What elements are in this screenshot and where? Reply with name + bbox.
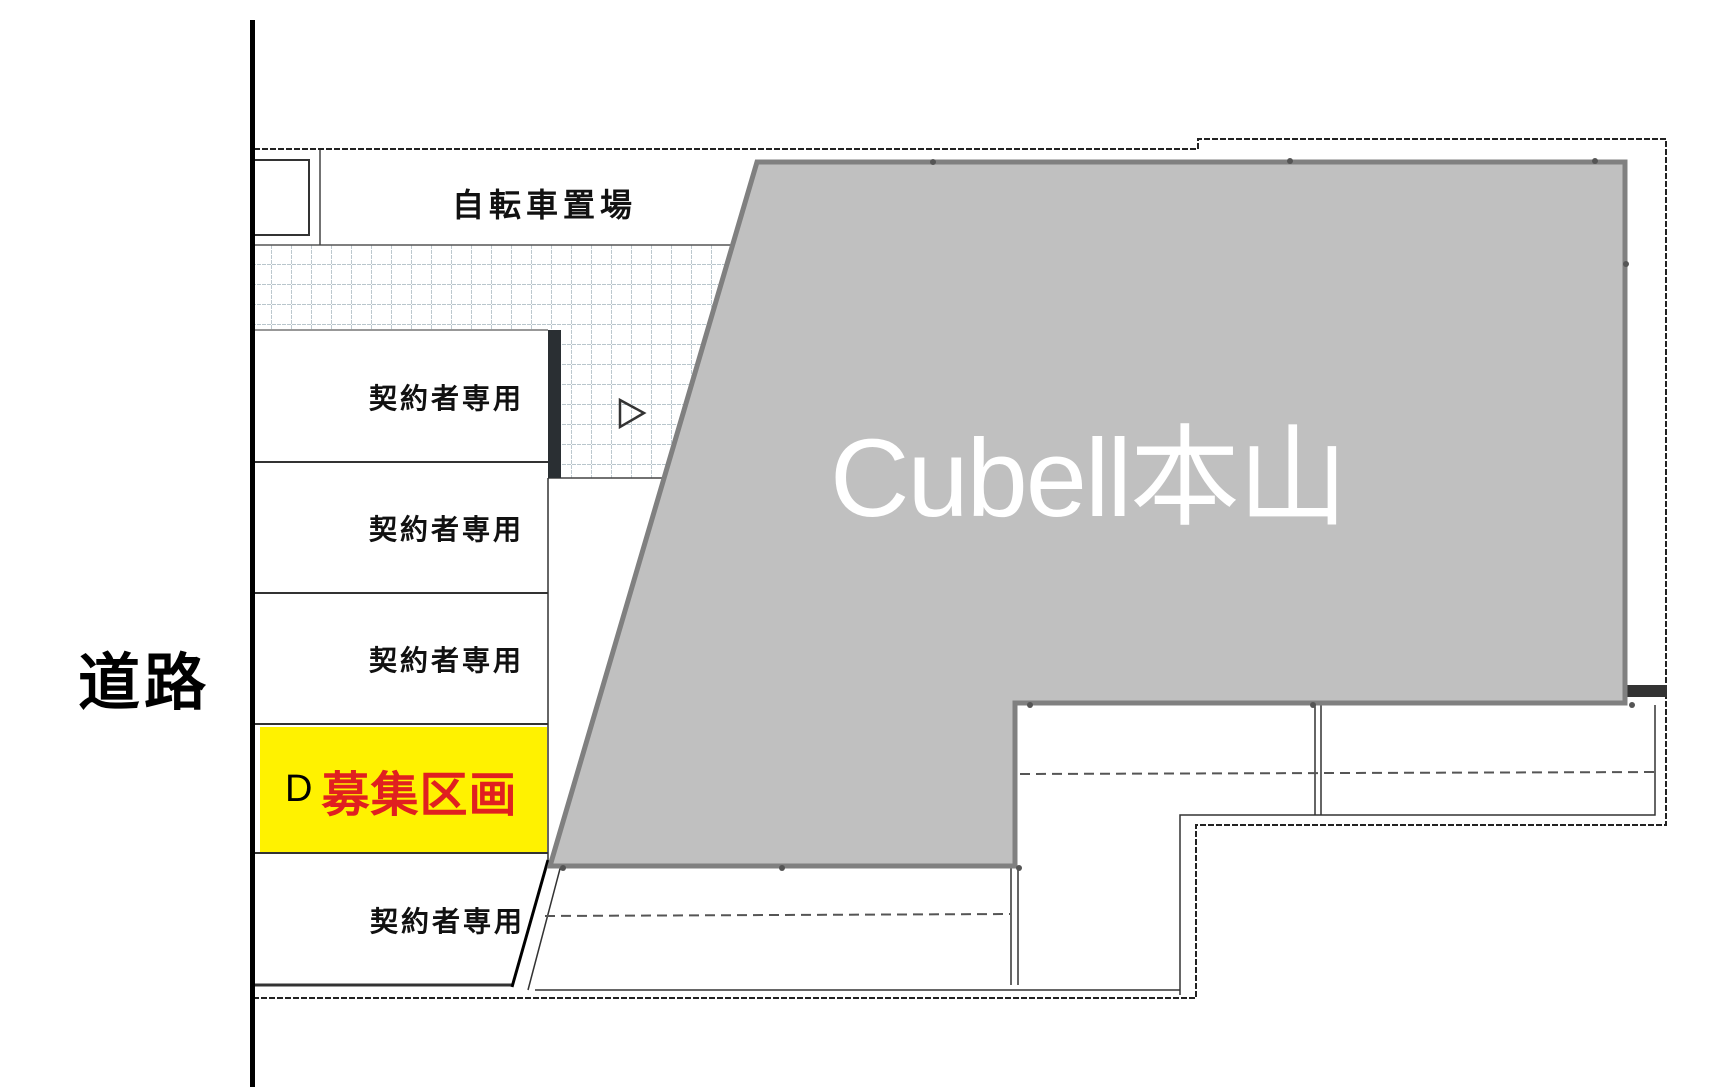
bicycle-parking-label: 自転車置場 xyxy=(452,186,638,224)
road-label: 道路 xyxy=(78,646,211,719)
parking-space-label: 契約者専用 xyxy=(368,644,524,677)
parking-space-label: 契約者専用 xyxy=(368,382,524,415)
parking-space-label: 契約者専用 xyxy=(368,513,524,546)
parking-space-1[interactable]: 契約者専用 xyxy=(255,332,548,462)
storage-box xyxy=(253,159,310,236)
parking-space-5[interactable]: 契約者専用 xyxy=(255,855,535,985)
road-edge-line xyxy=(250,20,255,1087)
wall xyxy=(548,330,561,478)
site-boundary xyxy=(254,138,1667,999)
triangle-right-icon xyxy=(618,397,647,430)
parking-space-label: 契約者専用 xyxy=(369,905,525,938)
building-footprint xyxy=(546,159,1628,869)
building-name: Cubell本山 xyxy=(830,417,1348,540)
parking-space-d-available[interactable]: D 募集区画 xyxy=(260,727,547,852)
parking-space-3[interactable]: 契約者専用 xyxy=(255,594,548,724)
available-label: 募集区画 xyxy=(321,766,518,823)
parking-space-2[interactable]: 契約者専用 xyxy=(255,463,548,593)
space-id: D xyxy=(285,768,316,810)
